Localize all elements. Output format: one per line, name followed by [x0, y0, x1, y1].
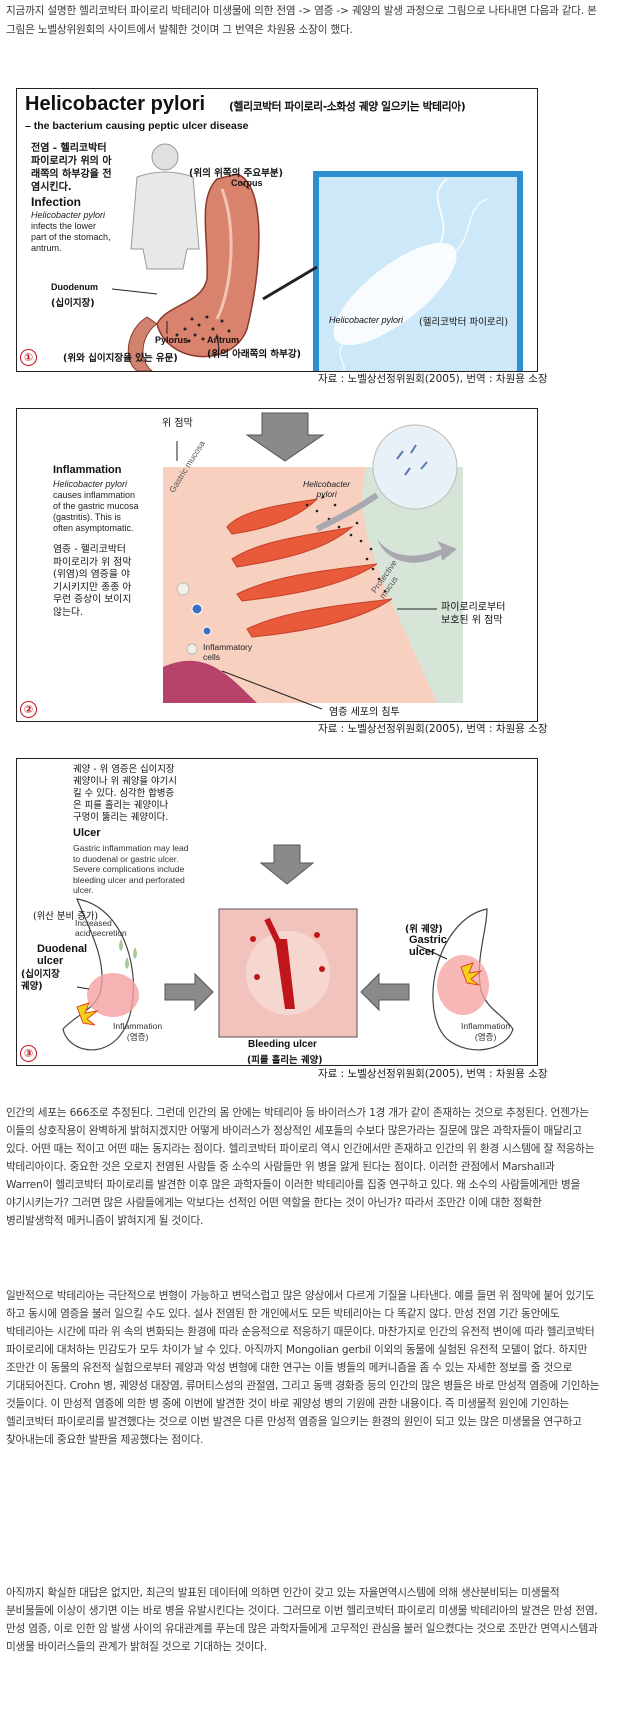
gastric-ko: (위 궤양) — [405, 924, 443, 935]
inflammation-species: Helicobacter pylori — [53, 479, 128, 489]
mucosa-ko: 위 점막 — [162, 418, 193, 429]
infection-text: infects the lower part of the stomach, a… — [31, 221, 111, 253]
figure-number-3: ③ — [20, 1045, 37, 1062]
inflammation-title: Inflammation — [53, 464, 122, 476]
protected-ko: 파이로리로부터 보호된 위 점막 — [441, 602, 506, 626]
pylorus-label: Pylorus — [155, 335, 189, 345]
micro-species-label: Helicobacter pylori — [329, 315, 404, 325]
ulcer-title: Ulcer — [73, 827, 101, 839]
bleeding-ko: (피를 흘리는 궤양) — [247, 1055, 323, 1066]
ulcer-illustration — [62, 844, 514, 1051]
ulcer-text: Gastric inflammation may lead to duodena… — [73, 843, 189, 895]
inflammation-text: causes inflammation of the gastric mucos… — [53, 490, 139, 533]
inflammation-ko: 염증 - 헬리코박터 파이로리가 위 점막 (위염)의 염증을 야 기시키지만 … — [53, 544, 132, 618]
duodenal-ulcer-label: Duodenal ulcer — [37, 943, 88, 967]
corpus-ko: (위의 위쪽의 주요부분) — [189, 168, 283, 179]
caption-1: 자료 : 노벨상선정위원회(2005), 번역 : 차원용 소장 — [318, 373, 548, 385]
inflammatory-cells-label: Inflammatory cells — [203, 642, 253, 662]
inflammation-right-label: Inflammation (염증) — [461, 1021, 511, 1042]
duodenal-ko: (십이지장 궤양) — [21, 969, 60, 992]
fig1-title: Helicobacter pylori — [25, 93, 206, 115]
infection-ko: 전염 - 헬리코박터 파이로리가 위의 아 래쪽의 하부강을 전 염시킨다. — [31, 143, 112, 193]
body-paragraph-3: 아직까지 확실한 대답은 없지만, 최근의 발표된 데이터에 의하면 인간이 갖… — [6, 1587, 598, 1653]
infiltration-ko: 염증 세포의 침투 — [329, 707, 400, 718]
caption-2: 자료 : 노벨상선정위원회(2005), 번역 : 차원용 소장 — [318, 723, 548, 735]
duodenum-label: Duodenum — [51, 282, 98, 292]
micro-label-ko: (헬리코박터 파이로리) — [419, 317, 509, 328]
bleeding-ulcer-label: Bleeding ulcer — [248, 1039, 317, 1050]
figure-number-2: ② — [20, 701, 37, 718]
fig1-subtitle: – the bacterium causing peptic ulcer dis… — [25, 120, 249, 132]
infection-species: Helicobacter pylori — [31, 210, 106, 220]
acid-ko: (위산 분비 증가) — [33, 911, 99, 922]
corpus-label: Corpus — [231, 178, 263, 188]
body-paragraph-2: 일반적으로 박테리아는 극단적으로 변형이 가능하고 변덕스럽고 많은 양상에서… — [6, 1290, 600, 1446]
duodenum-ko: (십이지장) — [51, 298, 95, 309]
infection-illustration — [111, 143, 523, 371]
intro-paragraph: 지금까지 설명한 헬리코박터 파이로리 박테리아 미생물에 의한 전염 -> 염… — [6, 5, 597, 36]
figure-inflammation: 위 점막 Gastric mucosa Helicobacter pylori … — [16, 408, 538, 722]
gastric-ulcer-label: Gastric ulcer — [409, 934, 447, 958]
infection-title: Infection — [31, 195, 81, 209]
inflammation-left-label: Inflammation (염증) — [113, 1021, 163, 1042]
body-paragraph-1: 인간의 세포는 666조로 추정된다. 그런데 인간의 몸 안에는 박테리아 등… — [6, 1107, 595, 1227]
ulcer-ko: 궤양 - 위 염증은 십이지장 궤양이나 위 궤양을 야기시 킬 수 있다. 심… — [73, 764, 177, 823]
fig1-title-ko: (헬리코박터 파이로리-소화성 궤양 일으키는 박테리아) — [229, 100, 466, 113]
acid-label: Increased acid secretion — [75, 918, 127, 938]
figure-infection: Helicobacter pylori (헬리코박터 파이로리-소화성 궤양 일… — [16, 88, 538, 372]
antrum-label: Antrum — [207, 335, 239, 345]
figure-ulcer: 궤양 - 위 염증은 십이지장 궤양이나 위 궤양을 야기시 킬 수 있다. 심… — [16, 758, 538, 1066]
antrum-ko: (위의 아래쪽의 하부강) — [207, 349, 301, 360]
inflammation-illustration — [163, 412, 463, 710]
caption-3: 자료 : 노벨상선정위원회(2005), 번역 : 차원용 소장 — [318, 1068, 548, 1080]
hp-label: Helicobacter pylori — [303, 479, 351, 499]
figure-number-1: ① — [20, 349, 37, 366]
pylorus-ko: (위와 십이지장을 있는 유문) — [63, 353, 178, 364]
